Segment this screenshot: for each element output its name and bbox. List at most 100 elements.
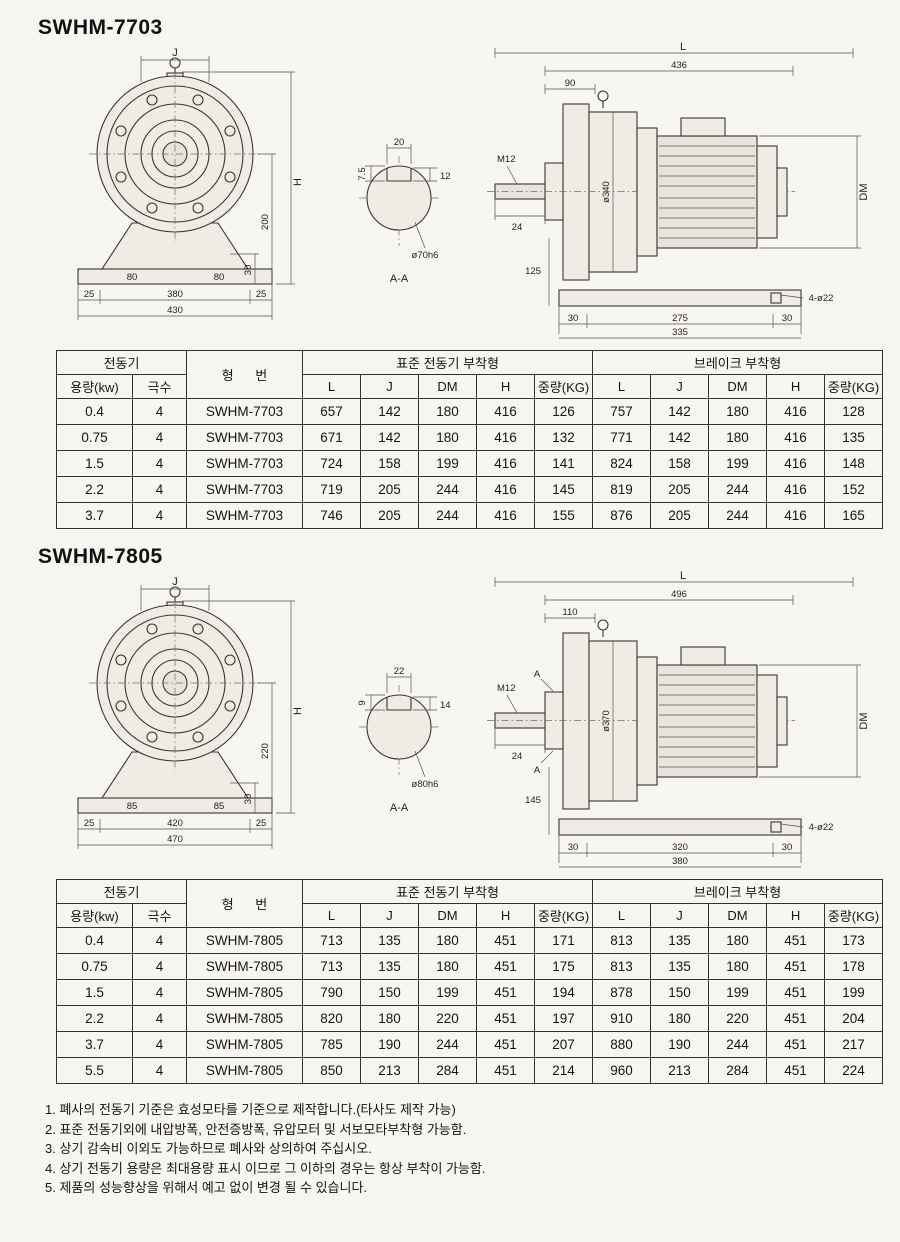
table-cell: SWHM-7703 bbox=[186, 450, 304, 477]
table-cell: 148 bbox=[824, 450, 884, 477]
table-cell: 451 bbox=[766, 1005, 826, 1032]
table-cell: 451 bbox=[766, 927, 826, 954]
footnote-5: 5. 제품의 성능향상을 위해서 예고 없이 변경 될 수 있습니다. bbox=[45, 1180, 368, 1195]
col-header-weight: 중량(KG) bbox=[534, 903, 594, 928]
shaft-section bbox=[359, 156, 439, 246]
col-group-standard: 표준 전동기 부착형 bbox=[302, 879, 594, 904]
table-cell: 0.4 bbox=[56, 398, 133, 425]
table-cell: 180 bbox=[708, 424, 768, 451]
dim-label: H bbox=[292, 707, 304, 715]
col-group-standard: 표준 전동기 부착형 bbox=[302, 350, 594, 375]
table-cell: 128 bbox=[824, 398, 884, 425]
table-cell: 199 bbox=[418, 979, 478, 1006]
dimensions: L 436 90 M12 24 ø340 DM 125 bbox=[494, 42, 870, 339]
table-cell: 4 bbox=[131, 450, 188, 477]
table-cell: 180 bbox=[708, 927, 768, 954]
dim-label: M12 bbox=[497, 154, 515, 165]
table-cell: 1.5 bbox=[56, 979, 133, 1006]
table-cell: 820 bbox=[302, 1005, 362, 1032]
table-cell: SWHM-7805 bbox=[186, 953, 304, 980]
side-view-drawing-7805: L 496 110 M12 A A 24 ø370 bbox=[487, 571, 870, 868]
table-cell: 451 bbox=[476, 1057, 536, 1084]
col-header-L: L bbox=[302, 903, 362, 928]
dim-label: DM bbox=[858, 712, 870, 729]
dimensions: J H 220 30 85 85 25 420 25 bbox=[77, 576, 304, 849]
dim-label: 470 bbox=[167, 834, 183, 845]
table-cell: 284 bbox=[418, 1057, 478, 1084]
table-cell: 4 bbox=[131, 1005, 188, 1032]
dim-label: 30 bbox=[243, 265, 254, 276]
table-cell: 790 bbox=[302, 979, 362, 1006]
footnote-3: 3. 상기 감속비 이외도 가능하므로 폐사와 상의하여 주십시오. bbox=[45, 1141, 372, 1156]
table-cell: 180 bbox=[418, 927, 478, 954]
table-cell: 180 bbox=[418, 424, 478, 451]
table-cell: 158 bbox=[360, 450, 420, 477]
table-cell: 244 bbox=[708, 1031, 768, 1058]
dim-label: ø340 bbox=[601, 181, 612, 203]
table-cell: 199 bbox=[708, 979, 768, 1006]
front-view-drawing-7805: J H 220 30 85 85 25 420 25 bbox=[77, 576, 304, 849]
table-cell: 4 bbox=[131, 979, 188, 1006]
dim-label: 9 bbox=[357, 700, 368, 705]
table-cell: 214 bbox=[534, 1057, 594, 1084]
col-group-brake: 브레이크 부착형 bbox=[592, 350, 884, 375]
table-cell: 180 bbox=[418, 398, 478, 425]
eye-bolt bbox=[597, 90, 609, 108]
table-cell: 416 bbox=[476, 424, 536, 451]
table-cell: 416 bbox=[476, 450, 536, 477]
dim-label: M12 bbox=[497, 683, 515, 694]
table-cell: 451 bbox=[476, 1031, 536, 1058]
table-cell: 205 bbox=[360, 502, 420, 529]
footnote-2: 2. 표준 전동기외에 내압방폭, 안전증방폭, 유압모터 및 서보모타부착형 … bbox=[45, 1121, 467, 1137]
table-cell: 960 bbox=[592, 1057, 652, 1084]
table-cell: 135 bbox=[360, 953, 420, 980]
col-header-H: H bbox=[476, 903, 536, 928]
table-cell: 180 bbox=[708, 953, 768, 980]
dim-label: 25 bbox=[84, 818, 95, 829]
table-cell: 165 bbox=[824, 502, 884, 529]
motor bbox=[636, 117, 788, 257]
dim-label: 80 bbox=[214, 272, 225, 283]
table-cell: 244 bbox=[418, 1031, 478, 1058]
dim-label: 80 bbox=[127, 272, 138, 283]
dim-label: 30 bbox=[243, 794, 254, 805]
col-header-DM: DM bbox=[708, 374, 768, 399]
table-cell: 785 bbox=[302, 1031, 362, 1058]
dim-label: DM bbox=[858, 183, 870, 200]
dim-label: 12 bbox=[440, 171, 451, 182]
table-cell: 724 bbox=[302, 450, 362, 477]
table-cell: 451 bbox=[476, 953, 536, 980]
table-cell: 880 bbox=[592, 1031, 652, 1058]
table-cell: 142 bbox=[360, 424, 420, 451]
table-cell: 878 bbox=[592, 979, 652, 1006]
table-cell: SWHM-7805 bbox=[186, 1005, 304, 1032]
dim-label: 25 bbox=[84, 289, 95, 300]
table-cell: 244 bbox=[418, 476, 478, 503]
table-cell: 207 bbox=[534, 1031, 594, 1058]
dim-label: 496 bbox=[671, 589, 687, 600]
table-cell: 158 bbox=[650, 450, 710, 477]
table-cell: 4 bbox=[131, 398, 188, 425]
table-cell: 416 bbox=[476, 398, 536, 425]
table-cell: 657 bbox=[302, 398, 362, 425]
table-cell: SWHM-7703 bbox=[186, 424, 304, 451]
col-header-capacity: 용량(kw) bbox=[56, 374, 133, 399]
dim-label: 4-ø22 bbox=[809, 293, 834, 304]
table-cell: 2.2 bbox=[56, 476, 133, 503]
col-group-brake: 브레이크 부착형 bbox=[592, 879, 884, 904]
gear-housing bbox=[89, 72, 261, 242]
dim-label: 30 bbox=[568, 313, 579, 324]
dim-label: 430 bbox=[167, 305, 183, 316]
table-cell: 813 bbox=[592, 953, 652, 980]
table-cell: 416 bbox=[766, 502, 826, 529]
table-cell: SWHM-7805 bbox=[186, 1057, 304, 1084]
shaft-section-drawing-7805: 22 14 9 ø80h6 A-A bbox=[357, 666, 451, 814]
table-cell: 199 bbox=[418, 450, 478, 477]
table-cell: SWHM-7703 bbox=[186, 476, 304, 503]
table-cell: 142 bbox=[650, 424, 710, 451]
table-cell: 220 bbox=[418, 1005, 478, 1032]
table-cell: 150 bbox=[360, 979, 420, 1006]
table-cell: 910 bbox=[592, 1005, 652, 1032]
